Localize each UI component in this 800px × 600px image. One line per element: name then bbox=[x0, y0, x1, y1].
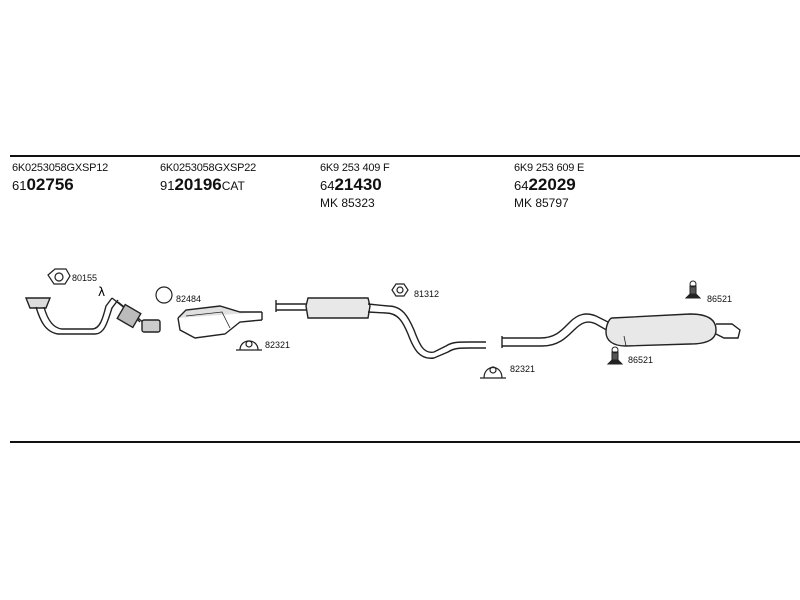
mk-number: MK 85323 bbox=[320, 196, 375, 210]
part-header-middle-silencer: 6K9 253 409 F 6421430 MK 85323 bbox=[320, 162, 390, 210]
label-ring-mid: 81312 bbox=[414, 289, 440, 299]
part-number: 6102756 bbox=[12, 175, 74, 194]
hanger-bottom-icon bbox=[606, 346, 624, 365]
catalyst bbox=[177, 305, 263, 339]
clamp-cat-icon bbox=[236, 340, 262, 351]
hanger-top-icon bbox=[684, 280, 702, 299]
part-number: 6421430 bbox=[320, 175, 382, 194]
lambda-symbol: λ bbox=[98, 285, 105, 299]
top-divider-line bbox=[10, 155, 800, 157]
part-header-rear-silencer: 6K9 253 609 E 6422029 MK 85797 bbox=[514, 162, 584, 210]
label-hanger-top: 86521 bbox=[707, 294, 733, 304]
part-number: 9120196CAT bbox=[160, 175, 245, 194]
oem-code: 6K0253058GXSP12 bbox=[12, 162, 109, 174]
part-number: 6422029 bbox=[514, 175, 576, 194]
label-clamp-rear: 82321 bbox=[510, 364, 536, 374]
part-header-catalyst: 6K0253058GXSP22 9120196CAT bbox=[160, 162, 256, 195]
mk-number: MK 85797 bbox=[514, 196, 569, 210]
middle-silencer bbox=[275, 297, 486, 359]
rear-silencer bbox=[501, 313, 741, 348]
rubber-ring-icon bbox=[391, 283, 409, 297]
label-gasket-front: 80155 bbox=[72, 273, 98, 283]
label-clamp-cat: 82321 bbox=[265, 340, 291, 350]
gasket-cat-icon bbox=[155, 286, 173, 304]
part-header-front-pipe: 6K0253058GXSP12 6102756 bbox=[12, 162, 108, 195]
bottom-divider-line bbox=[10, 441, 800, 443]
gasket-front-icon bbox=[47, 268, 71, 285]
oem-code: 6K9 253 409 F bbox=[320, 162, 390, 174]
front-pipe bbox=[24, 297, 161, 335]
label-hanger-bottom: 86521 bbox=[628, 355, 654, 365]
oem-code: 6K0253058GXSP22 bbox=[160, 162, 257, 174]
clamp-rear-icon bbox=[480, 366, 506, 379]
label-gasket-cat: 82484 bbox=[176, 294, 202, 304]
oem-code: 6K9 253 609 E bbox=[514, 162, 585, 174]
